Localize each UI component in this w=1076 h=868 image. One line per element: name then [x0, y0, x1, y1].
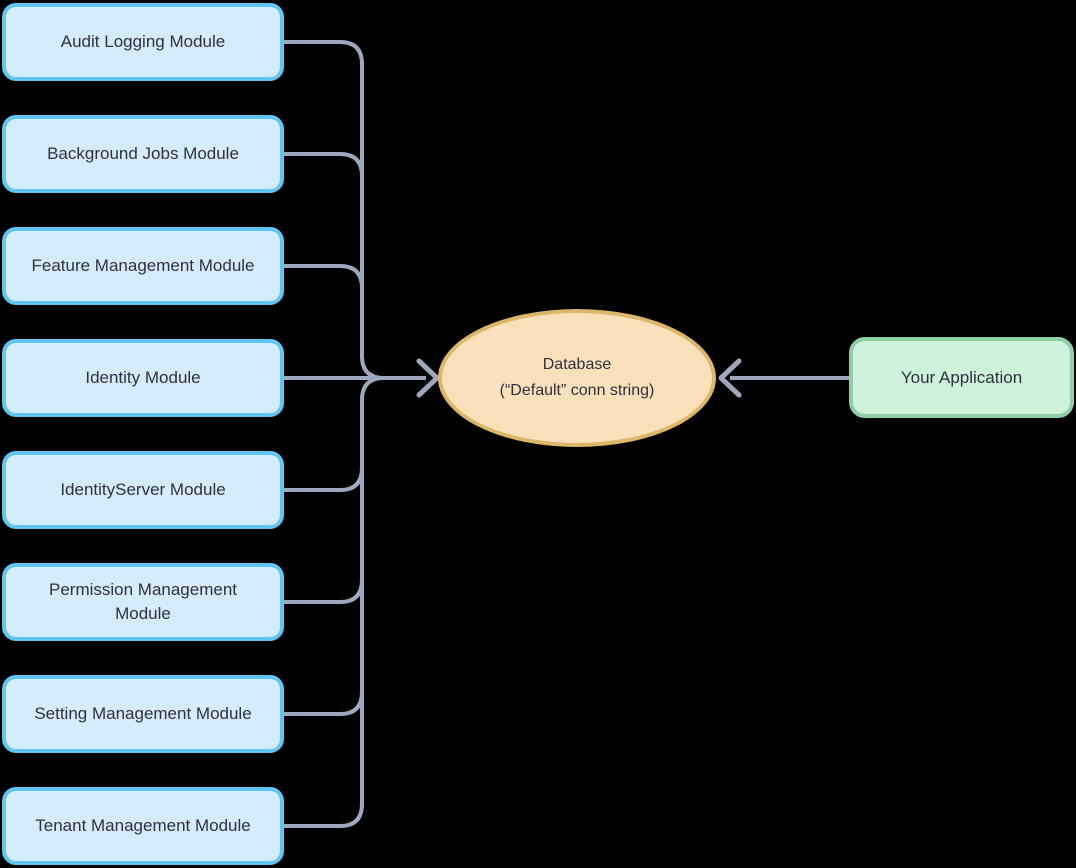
database-conn-string: (“Default” conn string)	[499, 382, 655, 399]
node-database: Database (“Default” conn string)	[438, 309, 716, 447]
node-setting-management-module: Setting Management Module	[2, 675, 284, 753]
node-label: Tenant Management Module	[35, 816, 251, 835]
arrowhead-left-icon	[416, 358, 440, 398]
connector-trunk-top	[284, 40, 426, 380]
connector-identityserver	[284, 444, 364, 492]
connector-setting-management	[284, 668, 364, 716]
node-label: Audit Logging Module	[60, 32, 226, 51]
node-audit-logging-module: Audit Logging Module	[2, 3, 284, 81]
node-identityserver-module: IdentityServer Module	[2, 451, 284, 529]
arrowhead-right-icon	[718, 358, 742, 398]
connector-trunk-bottom	[284, 376, 385, 828]
node-feature-management-module: Feature Management Module	[2, 227, 284, 305]
node-permission-management-module: Permission Management Module	[2, 563, 284, 641]
node-label: Feature Management Module	[31, 256, 255, 275]
node-identity-module: Identity Module	[2, 339, 284, 417]
node-tenant-management-module: Tenant Management Module	[2, 787, 284, 865]
connector-permission-management	[284, 556, 364, 604]
node-label: IdentityServer Module	[60, 480, 226, 499]
node-label: Permission Management Module	[48, 580, 238, 623]
connector-background-jobs	[284, 152, 364, 200]
database-title: Database	[542, 356, 612, 373]
node-your-application: Your Application	[849, 337, 1074, 418]
node-label: Setting Management Module	[34, 704, 252, 723]
node-label: Identity Module	[85, 368, 201, 387]
application-label: Your Application	[900, 367, 1023, 387]
node-background-jobs-module: Background Jobs Module	[2, 115, 284, 193]
node-label: Background Jobs Module	[47, 144, 239, 163]
connector-feature-management	[284, 264, 364, 312]
